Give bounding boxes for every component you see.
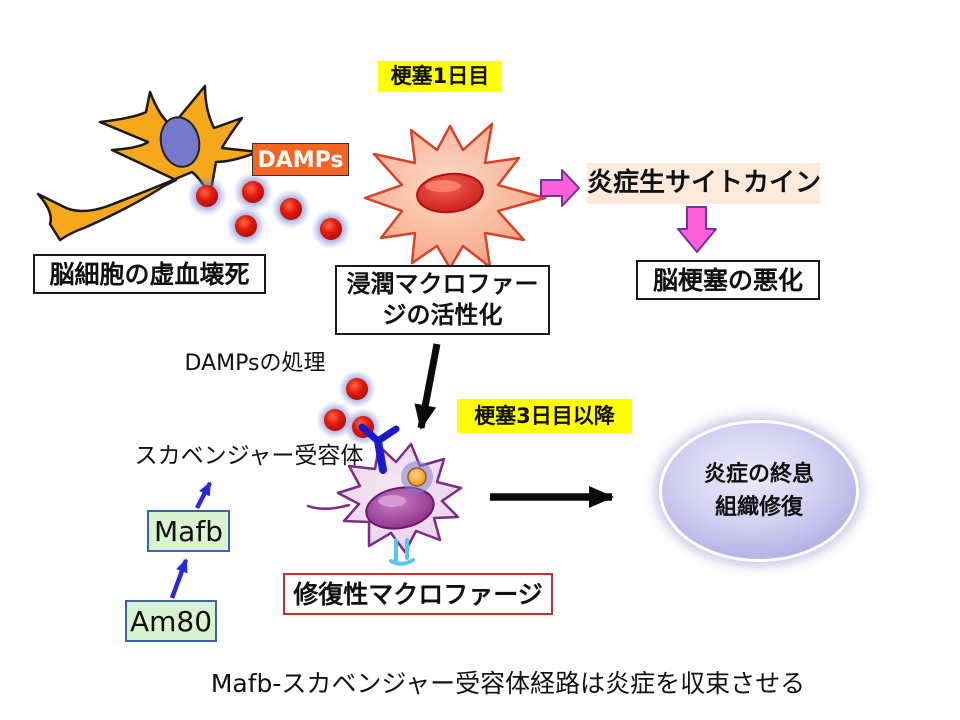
pink-right-arrow: [540, 169, 580, 207]
activation-line2: ジの活性化: [382, 301, 503, 329]
damp-particle: [187, 176, 227, 216]
activation-line1: 浸潤マクロファー: [346, 270, 539, 298]
stage1-label: 梗塞1日目: [378, 61, 502, 92]
blue-arrow-am80-to-mafb: [169, 558, 189, 599]
damp-particle: [271, 189, 311, 229]
reparative-macrophage-icon: [306, 423, 463, 566]
mafb-box: Mafb: [147, 510, 230, 552]
damps-processing-label: DAMPsの処理: [184, 351, 326, 376]
repair-macrophage-box: 修復性マクロファージ: [283, 573, 553, 615]
stage2-label: 梗塞3日目以降: [457, 399, 632, 433]
am80-box: Am80: [125, 600, 217, 642]
damps-particles-lower: [316, 370, 382, 446]
neuron-cell-icon: [36, 84, 260, 242]
necrosis-box: 脳細胞の虚血壊死: [33, 254, 266, 294]
cytokine-label: 炎症生サイトカイン: [587, 163, 821, 204]
damps-particles-upper: [187, 172, 351, 249]
worsening-box: 脳梗塞の悪化: [636, 260, 820, 300]
resolution-ellipse: [655, 416, 863, 566]
blue-y-receptor-icon: [358, 423, 400, 474]
light-blue-receptor-icon: [389, 538, 415, 566]
damp-particle: [338, 370, 376, 408]
damp-particle: [226, 206, 266, 246]
orange-particle-icon: [401, 461, 433, 493]
activation-box: 浸潤マクロファー ジの活性化: [335, 265, 550, 335]
damp-particle: [233, 172, 273, 212]
diagram-caption: Mafb-スカベンジャー受容体経路は炎症を収束させる: [210, 669, 806, 698]
black-down-arrow: [414, 343, 441, 430]
pink-down-arrow: [677, 206, 717, 253]
blue-arrow-mafb-to-scavenger: [195, 481, 212, 510]
resolution-line2: 組織修復: [714, 495, 803, 520]
resolution-ellipse-text: 炎症の終息 組織修復: [659, 453, 859, 529]
activated-macrophage-icon: [363, 122, 547, 270]
neuron-nucleus: [159, 116, 201, 168]
scavenger-receptor-label: スカベンジャー受容体: [134, 443, 364, 469]
damp-particle: [311, 209, 351, 249]
resolution-line1: 炎症の終息: [703, 462, 814, 487]
damps-label: DAMPs: [252, 143, 349, 176]
